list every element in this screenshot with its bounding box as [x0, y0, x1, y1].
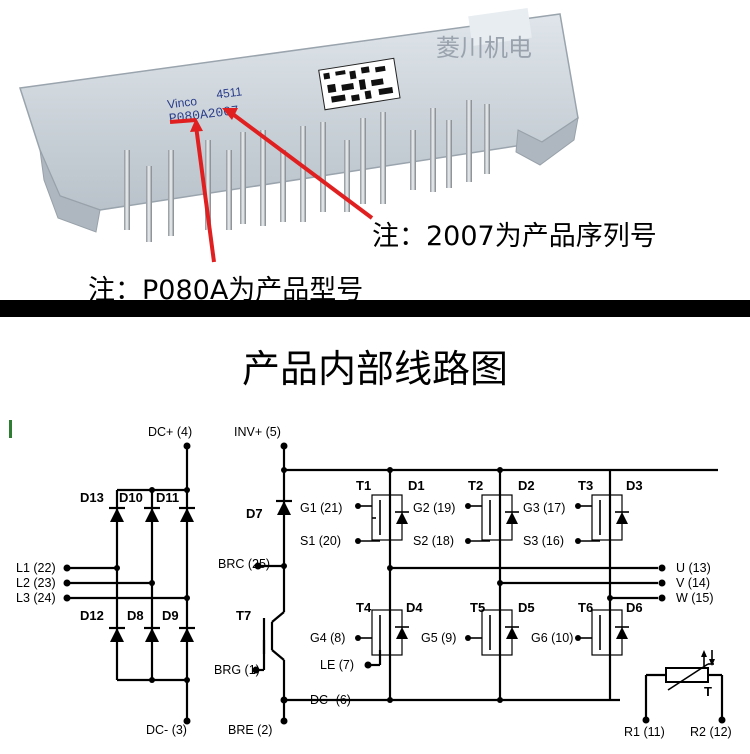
label-d10: D10	[119, 490, 143, 505]
label-d13: D13	[80, 490, 104, 505]
pin-le: LE (7)	[320, 658, 354, 672]
label-d8: D8	[127, 608, 144, 623]
label-d4: D4	[406, 600, 423, 615]
pin-l3: L3 (24)	[16, 591, 56, 605]
module-illustration: Vinco 4511 P080A2007	[0, 0, 750, 300]
product-photo: Vinco 4511 P080A2007 菱川机电 注：2007为产品序列号 注…	[0, 0, 750, 300]
note-model-number: 注：P080A为产品型号	[88, 275, 364, 300]
label-t1: T1	[356, 478, 371, 493]
pin-s1: S1 (20)	[300, 534, 341, 548]
inverter-bridge: G1 (21) S1 (20) G2 (19) S2 (18) G3 (17) …	[280, 467, 714, 707]
label-t2: T2	[468, 478, 483, 493]
label-d12: D12	[80, 608, 104, 623]
section-divider	[0, 300, 750, 317]
label-d9: D9	[162, 608, 179, 623]
pin-l2: L2 (23)	[16, 576, 56, 590]
igbt-t4	[371, 609, 409, 656]
pin-g4: G4 (8)	[310, 631, 345, 645]
pin-g2: G2 (19)	[413, 501, 455, 515]
watermark: 菱川机电	[436, 34, 532, 62]
label-d2: D2	[518, 478, 535, 493]
note-serial-number: 注：2007为产品序列号	[372, 221, 657, 252]
label-t4: T4	[356, 600, 372, 615]
label-d7: D7	[246, 506, 263, 521]
pin-dc-minus-6: DC- (6)	[310, 693, 351, 707]
rectifier-bridge: DC+ (4) L1 (22) L2 (23) L3 (24) DC- (3) …	[16, 425, 195, 737]
thermistor: T R1 (11) R2 (12)	[624, 650, 732, 739]
pin-dc-minus-3: DC- (3)	[146, 723, 187, 737]
pin-v: V (14)	[676, 576, 710, 590]
pin-u: U (13)	[676, 561, 711, 575]
igbt-t5	[481, 609, 519, 656]
pin-g3: G3 (17)	[523, 501, 565, 515]
igbt-t1	[371, 494, 409, 541]
pin-brg-1: BRG (1)	[214, 663, 260, 677]
module-pins	[124, 100, 490, 242]
circuit-diagram: DC+ (4) L1 (22) L2 (23) L3 (24) DC- (3) …	[0, 400, 750, 750]
pin-g6: G6 (10)	[531, 631, 573, 645]
label-t6: T6	[578, 600, 593, 615]
label-t3: T3	[578, 478, 593, 493]
igbt-t6	[591, 609, 629, 656]
pin-brc-25: BRC (25)	[218, 557, 270, 571]
label-d6: D6	[626, 600, 643, 615]
label-d11: D11	[156, 490, 179, 505]
label-d1: D1	[408, 478, 425, 493]
pin-g1: G1 (21)	[300, 501, 342, 515]
pin-r2: R2 (12)	[690, 725, 732, 739]
chip-brand: Vinco	[166, 94, 198, 112]
datamatrix-code	[318, 57, 401, 111]
annotation-arrows	[169, 108, 374, 263]
brake-chopper: INV+ (5) D7 BRC (25) T7 BRG (1) BRE (2)	[214, 425, 718, 737]
pin-l1: L1 (22)	[16, 561, 56, 575]
label-t5: T5	[470, 600, 485, 615]
pin-s2: S2 (18)	[413, 534, 454, 548]
label-d3: D3	[626, 478, 643, 493]
pin-bre-2: BRE (2)	[228, 723, 272, 737]
diagram-title: 产品内部线路图	[241, 347, 508, 391]
label-thermistor: T	[704, 684, 712, 699]
pin-g5: G5 (9)	[421, 631, 456, 645]
pin-w: W (15)	[676, 591, 714, 605]
pin-r1: R1 (11)	[624, 725, 665, 739]
igbt-t3	[591, 494, 629, 541]
pin-s3: S3 (16)	[523, 534, 564, 548]
label-d5: D5	[518, 600, 535, 615]
label-t7: T7	[236, 608, 251, 623]
igbt-t2	[481, 494, 519, 541]
pin-inv-plus-5: INV+ (5)	[234, 425, 281, 439]
pin-dc-plus-4: DC+ (4)	[148, 425, 192, 439]
chip-code: 4511	[216, 84, 244, 101]
